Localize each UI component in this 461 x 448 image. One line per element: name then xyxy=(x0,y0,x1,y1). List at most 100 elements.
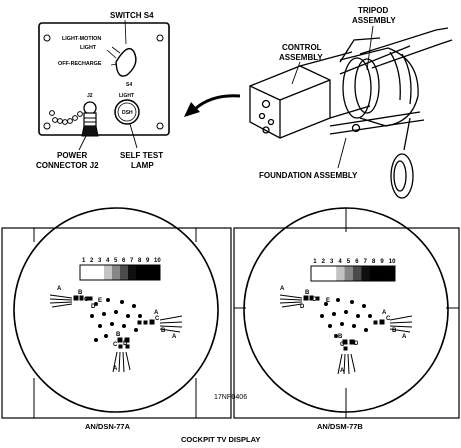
display-a-pattern-letter: C xyxy=(113,342,118,348)
display-a-scale-step xyxy=(152,265,161,280)
display-a-pattern-letter: D xyxy=(91,304,96,310)
resolution-pattern-b xyxy=(279,294,413,375)
display-a-pattern-letter: A xyxy=(172,334,177,340)
lamp-dsh-small: DSH xyxy=(122,110,133,116)
display-b-scale-step xyxy=(369,266,379,281)
display-b-scale-step xyxy=(344,266,354,281)
switch-s4-label: SWITCH S4 xyxy=(110,11,154,20)
camera-assembly xyxy=(249,27,453,199)
display-a-pattern-letter: B xyxy=(116,332,121,338)
display-b-scale-border xyxy=(310,265,396,282)
display-a-pattern-letter: C xyxy=(155,316,160,322)
display-b-scale-number: 2 xyxy=(322,259,326,265)
display-b-scale-step xyxy=(336,266,345,281)
display-b-pattern-letter: D xyxy=(354,341,359,347)
display-b-scale-step xyxy=(378,266,387,281)
power-connector-label-1: POWER xyxy=(57,151,87,160)
lamp-light-small: LIGHT xyxy=(119,93,134,99)
display-b-scale-number: 6 xyxy=(355,259,359,265)
display-b-pattern-letter: A xyxy=(280,286,285,292)
display-a-scale-step xyxy=(88,265,97,280)
display-b-pattern-letter: B xyxy=(338,334,343,340)
display-a-pattern-letter: A xyxy=(154,310,159,316)
display-b-scale-number: 7 xyxy=(364,259,368,265)
display-b-scale-number: 9 xyxy=(380,259,384,265)
connector-j2-small: J2 xyxy=(87,93,93,99)
display-a-scale-step xyxy=(120,265,129,280)
display-a-scale-number: 1 xyxy=(82,258,86,264)
self-test-label-2: LAMP xyxy=(131,161,154,170)
display-b-scale-step xyxy=(327,266,337,281)
display-b-pattern-letter: A xyxy=(402,334,407,340)
display-b-pattern-letter: D xyxy=(300,304,305,310)
display-b-pattern-letter: C xyxy=(312,297,317,303)
display-a-scale-border xyxy=(79,264,161,281)
display-b-pattern-letter: C xyxy=(386,316,391,322)
cap-chain xyxy=(49,110,83,125)
control-label-2: ASSEMBLY xyxy=(279,53,323,62)
tripod-label-2: ASSEMBLY xyxy=(352,16,396,25)
display-a-scale-number: 5 xyxy=(114,258,118,264)
display-b-pattern-letter: B xyxy=(392,328,397,334)
display-a-scale-step xyxy=(112,265,121,280)
display-b-scale-number: 3 xyxy=(330,259,334,265)
display-b-pattern-letter: C xyxy=(340,342,345,348)
model-b-label: AN/DSM-77B xyxy=(317,422,363,431)
display-b-scale-step xyxy=(319,266,329,281)
resolution-pattern-a xyxy=(49,294,183,373)
display-a-pattern-letter: B xyxy=(161,328,166,334)
display-a-scale-number: 4 xyxy=(106,258,110,264)
tripod-label-1: TRIPOD xyxy=(358,6,388,15)
display-a-scale-number: 6 xyxy=(122,258,126,264)
display-b-scale-step xyxy=(353,266,362,281)
display-a-scale-number: 3 xyxy=(98,258,102,264)
display-b-pattern-letter: A xyxy=(382,310,387,316)
display-a-scale-number: 9 xyxy=(146,258,150,264)
control-label-1: CONTROL xyxy=(282,43,322,52)
display-a-scale-step xyxy=(104,265,113,280)
switch-panel: LIGHT-MOTION LIGHT OFF-RECHARGE S4 SWITC… xyxy=(38,11,170,137)
figure-id: 17NP0406 xyxy=(214,394,247,401)
display-b-scale-step xyxy=(386,266,396,281)
display-b-scale-step xyxy=(311,266,320,281)
switch-position-light: LIGHT xyxy=(80,45,97,51)
display-b-scale-step xyxy=(361,266,371,281)
display-a-scale-step xyxy=(144,265,153,280)
display-b-scale-number: 5 xyxy=(347,259,351,265)
display-b-pattern-letter: B xyxy=(305,290,310,296)
display-a-pattern-letter: A xyxy=(57,286,62,292)
display-a-scale-step xyxy=(128,265,137,280)
display-a-scale-number: 10 xyxy=(154,258,161,264)
display-a-scale-number: 8 xyxy=(138,258,142,264)
display-a-scale-number: 2 xyxy=(90,258,94,264)
display-a-scale-step xyxy=(136,265,145,280)
display-a-pattern-letter: D xyxy=(123,341,128,347)
switch-position-light-motion: LIGHT-MOTION xyxy=(62,36,101,42)
display-b-scale-number: 4 xyxy=(338,259,342,265)
switch-position-off-recharge: OFF-RECHARGE xyxy=(58,61,102,67)
foundation-label: FOUNDATION ASSEMBLY xyxy=(259,171,358,180)
display-a-scale-step xyxy=(96,265,105,280)
display-a-scale-number: 7 xyxy=(130,258,134,264)
pointer-arrow xyxy=(184,94,241,117)
display-b-pattern-letter: E xyxy=(326,298,330,304)
display-b-scale-number: 10 xyxy=(389,259,396,265)
display-a-pattern-letter: E xyxy=(98,298,102,304)
display-a-scale-step xyxy=(80,265,89,280)
power-connector-label-2: CONNECTOR J2 xyxy=(36,161,99,170)
switch-s4-small: S4 xyxy=(126,82,132,88)
self-test-label-1: SELF TEST xyxy=(120,151,163,160)
display-b-scale-number: 8 xyxy=(372,259,376,265)
display-a-pattern-letter: C xyxy=(84,297,89,303)
display-b-pattern-letter: A xyxy=(340,368,345,374)
display-b-scale-number: 1 xyxy=(313,259,317,265)
display-a-pattern-letter: B xyxy=(78,290,83,296)
model-a-label: AN/DSN-77A xyxy=(85,422,131,431)
caption: COCKPIT TV DISPLAY xyxy=(181,435,260,444)
